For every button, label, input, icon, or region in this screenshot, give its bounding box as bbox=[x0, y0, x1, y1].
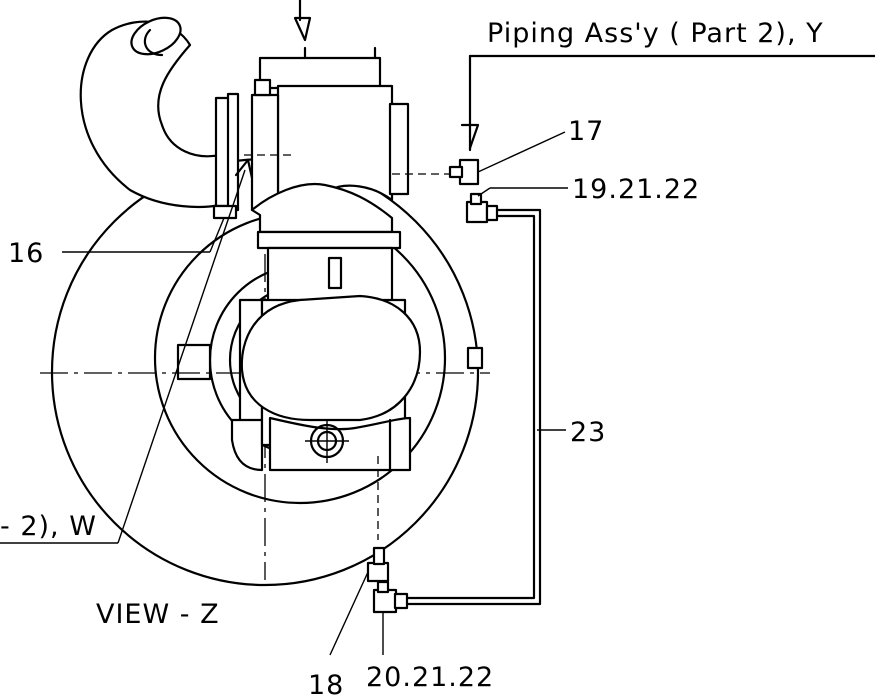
part-16-label: 16 bbox=[8, 238, 44, 269]
elbow-pipe-inner bbox=[143, 28, 164, 57]
part-23-label: 23 bbox=[570, 417, 606, 448]
elbow-pipe bbox=[79, 20, 222, 208]
part-20-21-22-label: 20.21.22 bbox=[366, 662, 494, 693]
part-20-fitting bbox=[372, 588, 398, 614]
right-stub bbox=[466, 346, 484, 370]
valve-cap bbox=[258, 56, 382, 90]
valve-right-flange bbox=[388, 102, 410, 196]
left-stub bbox=[176, 343, 212, 381]
part-16-block bbox=[212, 204, 238, 220]
part-17-label: 17 bbox=[568, 116, 604, 147]
part-20-cap bbox=[376, 580, 390, 594]
neck-slot bbox=[327, 256, 343, 290]
piping-w-arrow bbox=[234, 158, 254, 180]
bearing-oval bbox=[240, 294, 422, 422]
part-19-21-22-label: 19.21.22 bbox=[572, 174, 700, 205]
piping-y-label: Piping Ass'y ( Part 2), Y bbox=[487, 18, 824, 49]
bearing-lower-left bbox=[230, 418, 264, 472]
piping-y-arrow bbox=[460, 123, 480, 150]
part-23-pipe bbox=[403, 208, 542, 606]
neck-collar bbox=[256, 230, 402, 250]
pipe-flange-inner bbox=[226, 92, 240, 212]
view-arrow-top bbox=[293, 16, 312, 42]
valve-left-lug-top bbox=[253, 78, 272, 97]
part-19-nut bbox=[485, 204, 499, 222]
piping-w-label: - 2), W bbox=[0, 511, 97, 542]
valve-saddle bbox=[250, 182, 394, 234]
part-18-stub bbox=[372, 546, 386, 566]
part-17-stub bbox=[448, 165, 464, 179]
part-19-cap bbox=[469, 192, 483, 206]
part-20-nut bbox=[393, 592, 409, 610]
valve-left-lug bbox=[250, 93, 280, 212]
part-18-label: 18 bbox=[308, 670, 344, 698]
lower-block bbox=[268, 416, 412, 472]
elbow-pipe-opening bbox=[130, 16, 182, 56]
view-label: VIEW - Z bbox=[96, 599, 220, 630]
part-18-fitting bbox=[366, 561, 390, 583]
